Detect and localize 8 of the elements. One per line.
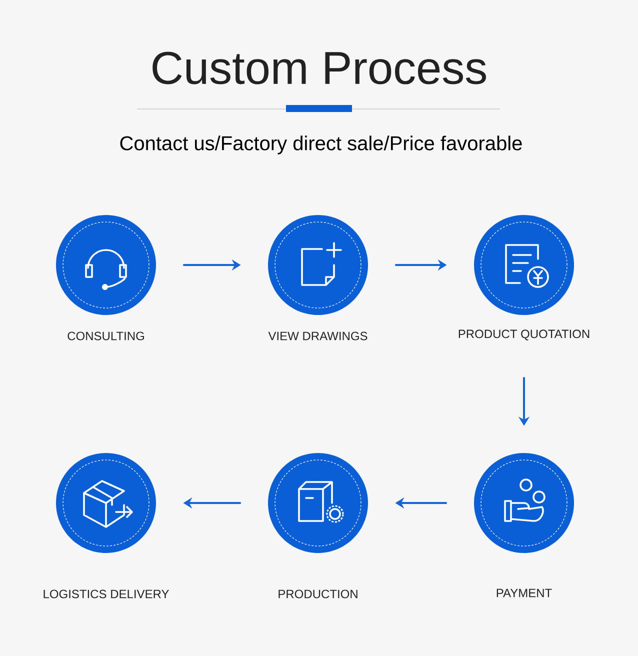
- step-label: CONSULTING: [68, 332, 144, 340]
- step-label: PRODUCT QUOTATION: [458, 330, 590, 340]
- step-label: PRODUCTION: [278, 590, 358, 598]
- title: Custom Process: [152, 52, 486, 84]
- step-label: LOGISTICS DELIVERY: [44, 590, 169, 598]
- subtitle: Contact us/Factory direct sale/Price favorable: [120, 136, 522, 154]
- step-label: PAYMENT: [496, 588, 552, 598]
- step-label: VIEW DRAWINGS: [268, 332, 368, 340]
